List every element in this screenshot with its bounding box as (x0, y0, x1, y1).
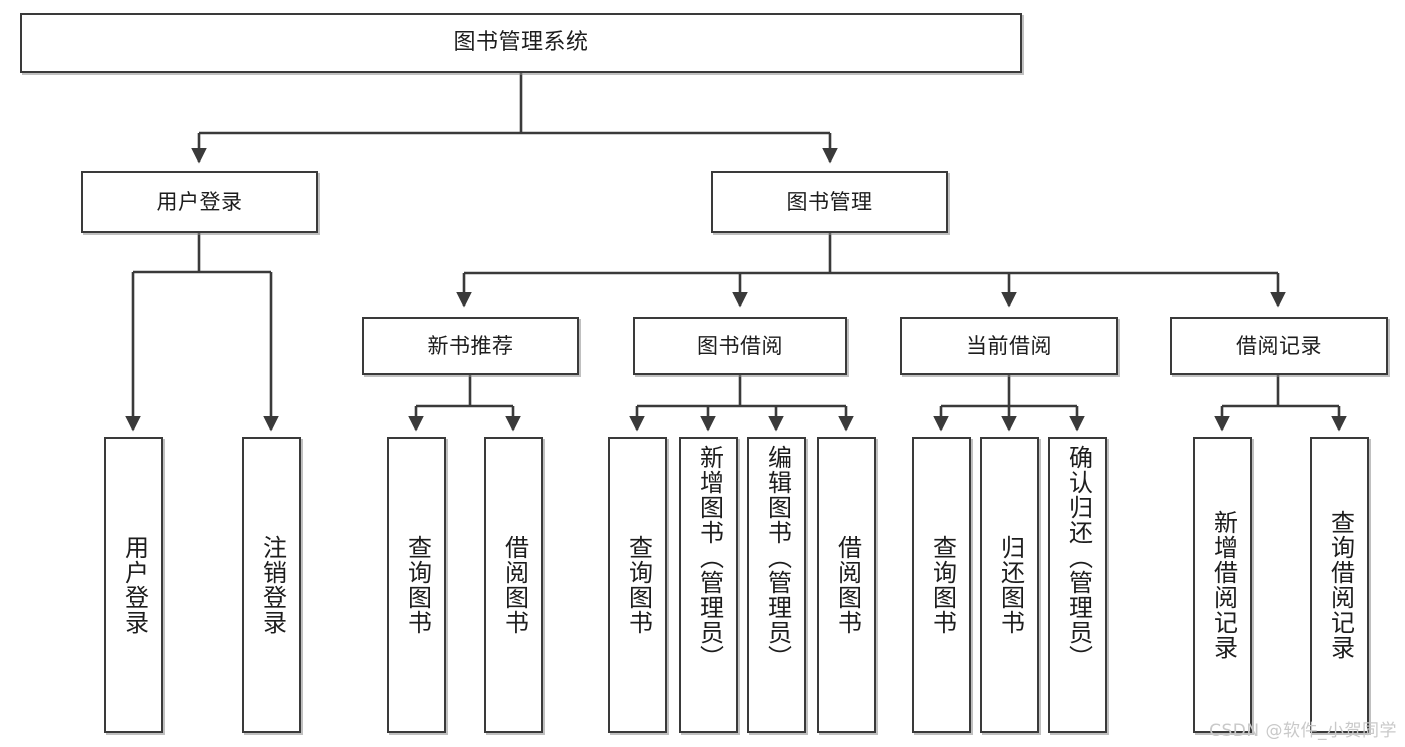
node-leaf-logout[interactable]: 注销登录 (242, 437, 301, 733)
node-label: 查询图书 (928, 535, 957, 635)
node-borrow-record[interactable]: 借阅记录 (1170, 317, 1388, 375)
node-label: 图书管理 (786, 189, 873, 214)
node-leaf-borrow-book-2[interactable]: 借阅图书 (817, 437, 876, 733)
node-label: 用户登录 (120, 535, 149, 635)
node-label: 当前借阅 (966, 333, 1052, 358)
node-label: 新增借阅记录 (1209, 510, 1238, 660)
node-label: 借阅图书 (500, 535, 529, 635)
node-label: 图书借阅 (697, 333, 783, 358)
node-label: 新增图书（管理员） (695, 445, 724, 670)
node-book-borrow[interactable]: 图书借阅 (633, 317, 847, 375)
node-new-book-recommend[interactable]: 新书推荐 (362, 317, 579, 375)
node-label: 用户登录 (156, 189, 243, 214)
node-book-management[interactable]: 图书管理 (711, 171, 948, 233)
node-leaf-return-book[interactable]: 归还图书 (980, 437, 1039, 733)
node-label: 注销登录 (258, 535, 287, 635)
node-label: 新书推荐 (427, 333, 514, 358)
node-leaf-query-book-1[interactable]: 查询图书 (387, 437, 446, 733)
node-root-system[interactable]: 图书管理系统 (20, 13, 1022, 73)
node-label: 归还图书 (996, 535, 1025, 635)
node-label: 查询图书 (624, 535, 653, 635)
node-leaf-query-record[interactable]: 查询借阅记录 (1310, 437, 1369, 733)
node-leaf-borrow-book-1[interactable]: 借阅图书 (484, 437, 543, 733)
node-label: 编辑图书（管理员） (763, 445, 792, 670)
node-leaf-edit-book[interactable]: 编辑图书（管理员） (747, 437, 806, 733)
node-leaf-query-book-3[interactable]: 查询图书 (912, 437, 971, 733)
node-label: 确认归还（管理员） (1064, 445, 1093, 670)
node-leaf-query-book-2[interactable]: 查询图书 (608, 437, 667, 733)
node-label: 借阅记录 (1236, 333, 1322, 358)
node-label: 借阅图书 (833, 535, 862, 635)
node-leaf-user-login[interactable]: 用户登录 (104, 437, 163, 733)
node-current-borrow[interactable]: 当前借阅 (900, 317, 1118, 375)
node-label: 图书管理系统 (453, 30, 589, 56)
node-label: 查询借阅记录 (1326, 510, 1355, 660)
node-leaf-confirm-return[interactable]: 确认归还（管理员） (1048, 437, 1107, 733)
csdn-watermark: CSDN @软件_小贺同学 (1209, 721, 1397, 741)
node-label: 查询图书 (403, 535, 432, 635)
node-leaf-add-record[interactable]: 新增借阅记录 (1193, 437, 1252, 733)
node-leaf-add-book[interactable]: 新增图书（管理员） (679, 437, 738, 733)
node-user-login[interactable]: 用户登录 (81, 171, 318, 233)
